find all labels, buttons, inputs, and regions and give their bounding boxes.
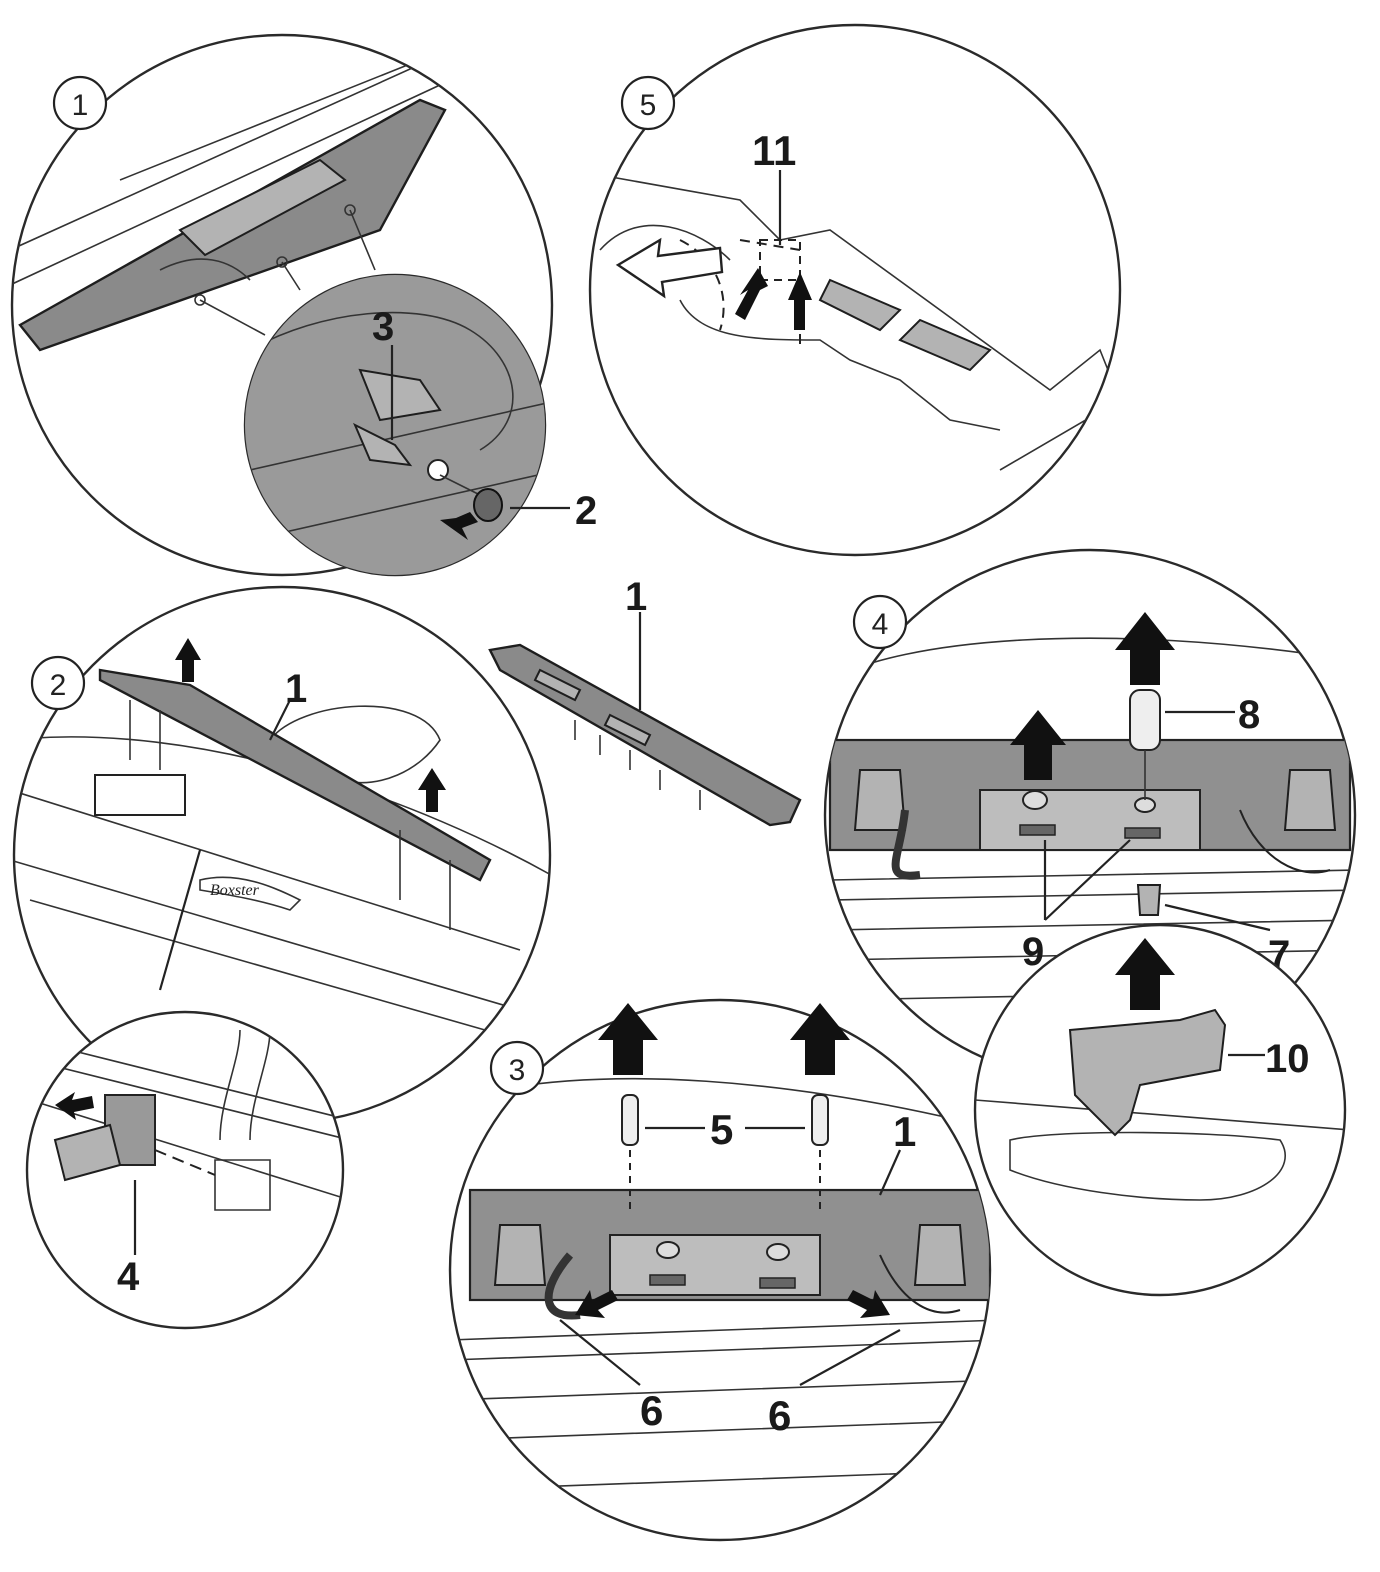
callout-11: 11 bbox=[752, 127, 796, 174]
lift-arrow-icon-2 bbox=[418, 768, 446, 812]
detail-4-inset-circle bbox=[973, 923, 1347, 1297]
callout-1-step3: 1 bbox=[893, 1108, 916, 1155]
detail-2: Boxster 1 2 4 bbox=[12, 585, 552, 1330]
step-number-4: 4 bbox=[872, 608, 889, 641]
callout-3: 3 bbox=[372, 305, 394, 349]
pull-out-arrow-icon-1 bbox=[575, 1290, 618, 1318]
pull-out-arrow-icon-2 bbox=[847, 1290, 890, 1318]
badge-text: Boxster bbox=[210, 882, 260, 899]
callout-2: 2 bbox=[575, 489, 597, 533]
detail-5: 11 5 bbox=[588, 23, 1122, 557]
step-badge-5 bbox=[620, 75, 676, 131]
clip-part-4 bbox=[53, 1123, 122, 1182]
callout-4: 4 bbox=[117, 1255, 140, 1299]
step-number-3: 3 bbox=[509, 1054, 526, 1087]
bracket-part-10 bbox=[1068, 1008, 1227, 1137]
screw-part-5b bbox=[811, 1094, 829, 1146]
callout-6-left: 6 bbox=[640, 1387, 663, 1434]
step-badge-4 bbox=[852, 594, 908, 650]
callout-9: 9 bbox=[1022, 930, 1044, 974]
lift-arrow-icon-1 bbox=[175, 638, 201, 682]
up-arrow-icon-d4-3 bbox=[1115, 938, 1175, 1010]
center-part: 1 bbox=[488, 575, 802, 827]
boxster-badge bbox=[199, 876, 302, 911]
step-badge-1 bbox=[52, 75, 108, 131]
callout-6-right: 6 bbox=[768, 1392, 791, 1439]
step-number-1: 1 bbox=[72, 89, 89, 122]
push-arrow-icon-2 bbox=[788, 272, 812, 330]
callout-1-center: 1 bbox=[625, 575, 647, 619]
push-arrow-icon-1 bbox=[735, 268, 768, 320]
callout-5: 5 bbox=[710, 1106, 733, 1153]
callout-10: 10 bbox=[1265, 1037, 1310, 1081]
up-arrow-icon-d3-1 bbox=[598, 1003, 658, 1075]
step-number-5: 5 bbox=[640, 89, 657, 122]
sill-trim-installed bbox=[98, 668, 492, 882]
detail-2-inset-circle bbox=[25, 1010, 345, 1330]
detail-3: 5 1 6 6 3 bbox=[448, 998, 992, 1542]
up-arrow-icon-d4-2 bbox=[1115, 612, 1175, 685]
callout-8: 8 bbox=[1238, 693, 1260, 737]
removal-arrow-icon bbox=[440, 512, 478, 540]
pin-part-8 bbox=[1129, 689, 1161, 751]
up-arrow-icon-d3-2 bbox=[790, 1003, 850, 1075]
step-number-2: 2 bbox=[50, 669, 67, 702]
screw-part-3 bbox=[353, 422, 413, 467]
step-badge-3 bbox=[489, 1040, 545, 1096]
step-badge-2 bbox=[30, 655, 86, 711]
slide-out-arrow-icon bbox=[615, 237, 724, 299]
pull-arrow-icon bbox=[55, 1092, 94, 1120]
up-arrow-icon-d4-1 bbox=[1010, 710, 1066, 780]
nut-part-7 bbox=[1136, 884, 1162, 916]
detail-4: 8 9 7 4 10 bbox=[823, 548, 1357, 1297]
cap-part-2 bbox=[473, 488, 503, 522]
screw-part-5a bbox=[621, 1094, 639, 1146]
callout-1-step2: 1 bbox=[285, 667, 307, 711]
detail-1: 3 2 1 bbox=[10, 33, 597, 577]
